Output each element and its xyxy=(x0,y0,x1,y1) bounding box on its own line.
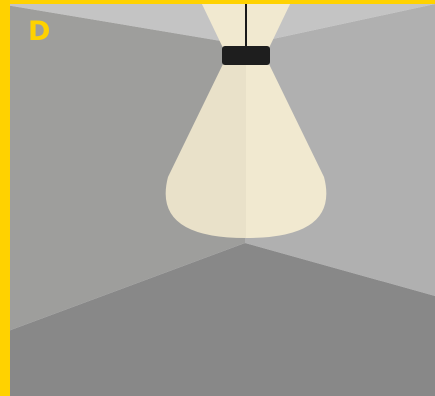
frame-top xyxy=(0,0,435,4)
frame-left xyxy=(0,0,10,396)
panel-letter: D xyxy=(28,18,50,45)
pendant-light-icon xyxy=(222,46,270,65)
